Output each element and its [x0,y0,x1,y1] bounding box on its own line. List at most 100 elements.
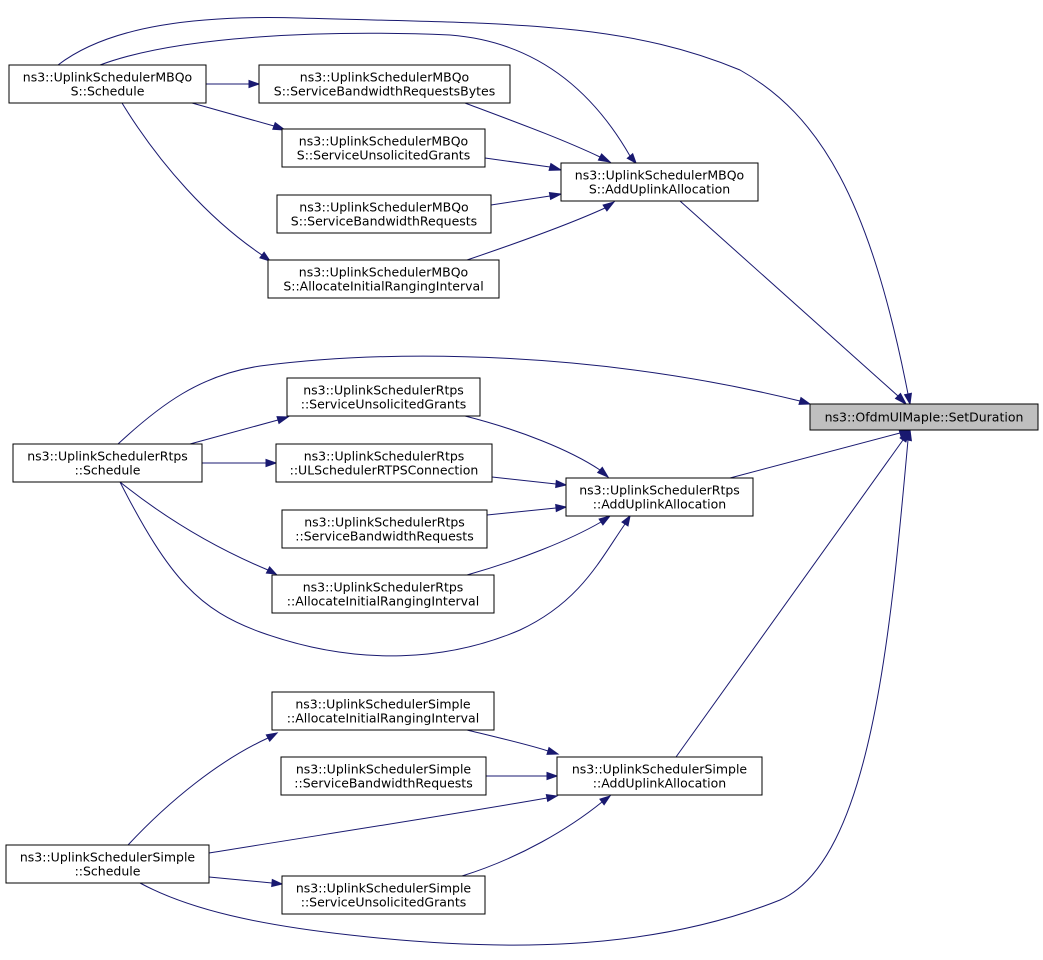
node-mbqos-sbr[interactable]: ns3::UplinkSchedulerMBQoS::ServiceBandwi… [276,194,492,234]
node-label-line: ns3::UplinkSchedulerMBQo [299,265,468,280]
node-simple-sbr[interactable]: ns3::UplinkSchedulerSimple::ServiceBandw… [280,756,487,796]
edge-line [490,195,551,206]
edge-line [99,32,631,157]
arrowhead-icon [271,878,284,888]
edge-line [208,797,548,854]
arrowhead-icon [596,466,610,479]
node-rtps-sug[interactable]: ns3::UplinkSchedulerRtps::ServiceUnsolic… [286,377,481,417]
node-box[interactable] [281,128,486,168]
edge-line [491,476,557,485]
node-box[interactable] [809,403,1039,431]
arrowhead-icon [555,503,568,513]
node-simple-schedule[interactable]: ns3::UplinkSchedulerSimple::Schedule [5,844,210,884]
node-label-line: ns3::UplinkSchedulerSimple [296,762,472,777]
edge-line [464,102,601,158]
edge-mbqos-schedule-to-mbqos-airi [121,102,272,262]
node-label-line: ns3::UplinkSchedulerSimple [20,850,196,865]
node-box[interactable] [275,443,493,483]
node-label-line: ::ServiceUnsolicitedGrants [301,397,467,412]
node-rtps-sbr[interactable]: ns3::UplinkSchedulerRtps::ServiceBandwid… [281,509,488,549]
node-label-line: ns3::UplinkSchedulerRtps [304,515,465,530]
nodes-layer: ns3::OfdmUlMapIe::SetDurationns3::Uplink… [5,64,1039,915]
node-label-line: ::ULSchedulerRTPSConnection [290,463,479,478]
edge-rtps-sbr-to-rtps-aua [486,503,568,516]
arrowhead-icon [259,251,272,262]
node-label-line: S::ServiceUnsolicitedGrants [297,148,470,163]
edge-line [464,415,601,471]
edge-line [191,102,275,127]
node-box[interactable] [286,377,481,417]
node-box[interactable] [271,691,495,731]
node-mbqos-airi[interactable]: ns3::UplinkSchedulerMBQoS::AllocateIniti… [267,259,500,299]
node-box[interactable] [560,162,759,202]
node-box[interactable] [267,259,500,299]
node-box[interactable] [556,756,763,796]
node-root[interactable]: ns3::OfdmUlMapIe::SetDuration [809,403,1039,431]
arrowhead-icon [546,746,560,755]
edge-rtps-sug-to-rtps-aua [464,415,610,479]
edge-line [466,207,606,261]
edge-rtps-aua-to-root [729,429,912,479]
arrowhead-icon [899,428,912,443]
arrowhead-icon [276,416,290,425]
edge-mbqos-airi-to-mbqos-aua [466,201,616,261]
node-label-line: ns3::UplinkSchedulerMBQo [299,200,468,215]
node-simple-aua[interactable]: ns3::UplinkSchedulerSimple::AddUplinkAll… [556,756,763,796]
edge-rtps-airi-to-rtps-aua [466,515,612,576]
edge-simple-schedule-to-simple-aua [208,794,559,854]
edge-mbqos-sug-to-mbqos-aua [484,157,563,171]
node-label-line: ns3::UplinkSchedulerRtps [27,449,188,464]
node-box[interactable] [12,443,203,483]
edge-line [119,481,269,571]
node-box[interactable] [276,194,492,234]
arrowhead-icon [597,153,612,163]
edges-layer [57,17,912,946]
edge-rtps-schedule-to-rtps-ulrtps [202,458,278,468]
edge-simple-schedule-to-simple-sug [208,876,284,888]
node-box[interactable] [271,574,495,614]
arrowhead-icon [546,771,559,781]
node-label-line: ::AllocateInitialRangingInterval [287,594,479,609]
edge-line [117,355,801,445]
arrowhead-icon [894,392,908,406]
edge-mbqos-schedule-to-mbqos-sug [191,102,287,131]
node-box[interactable] [258,64,511,104]
edge-line [484,157,551,168]
node-rtps-schedule[interactable]: ns3::UplinkSchedulerRtps::Schedule [12,443,203,483]
edge-line [466,729,549,752]
node-rtps-ulrtps[interactable]: ns3::UplinkSchedulerRtps::ULSchedulerRTP… [275,443,493,483]
node-box[interactable] [280,756,487,796]
arrowhead-icon [621,514,631,527]
node-mbqos-sug[interactable]: ns3::UplinkSchedulerMBQoS::ServiceUnsoli… [281,128,486,168]
node-rtps-aua[interactable]: ns3::UplinkSchedulerRtps::AddUplinkAlloc… [565,477,754,517]
edge-line [729,432,901,479]
arrowhead-icon [602,201,616,212]
edge-mbqos-sbrb-to-mbqos-aua [464,102,612,163]
node-box[interactable] [281,509,488,549]
node-simple-sug[interactable]: ns3::UplinkSchedulerSimple::ServiceUnsol… [281,875,486,915]
edge-line [679,200,899,397]
node-mbqos-sbrb[interactable]: ns3::UplinkSchedulerMBQoS::ServiceBandwi… [258,64,511,104]
node-rtps-airi[interactable]: ns3::UplinkSchedulerRtps::AllocateInitia… [271,574,495,614]
edge-rtps-ulrtps-to-rtps-aua [491,476,568,489]
edge-simple-schedule-to-simple-airi [127,732,279,846]
node-box[interactable] [281,875,486,915]
node-label-line: ns3::UplinkSchedulerRtps [303,383,464,398]
node-label-line: ::ServiceBandwidthRequests [294,776,472,791]
node-label-line: ns3::OfdmUlMapIe::SetDuration [825,410,1024,425]
node-label-line: ::AddUplinkAllocation [593,497,726,512]
node-box[interactable] [565,477,754,517]
arrowhead-icon [626,152,637,165]
edge-rtps-schedule-to-root [117,355,812,445]
arrowhead-icon [548,162,563,171]
node-box[interactable] [8,64,207,104]
edge-line [189,419,279,445]
node-mbqos-aua[interactable]: ns3::UplinkSchedulerMBQoS::AddUplinkAllo… [560,162,759,202]
edge-line [119,481,626,657]
node-box[interactable] [5,844,210,884]
node-label-line: ns3::UplinkSchedulerSimple [296,881,472,896]
node-simple-airi[interactable]: ns3::UplinkSchedulerSimple::AllocateInit… [271,691,495,731]
node-label-line: ::Schedule [75,864,141,879]
